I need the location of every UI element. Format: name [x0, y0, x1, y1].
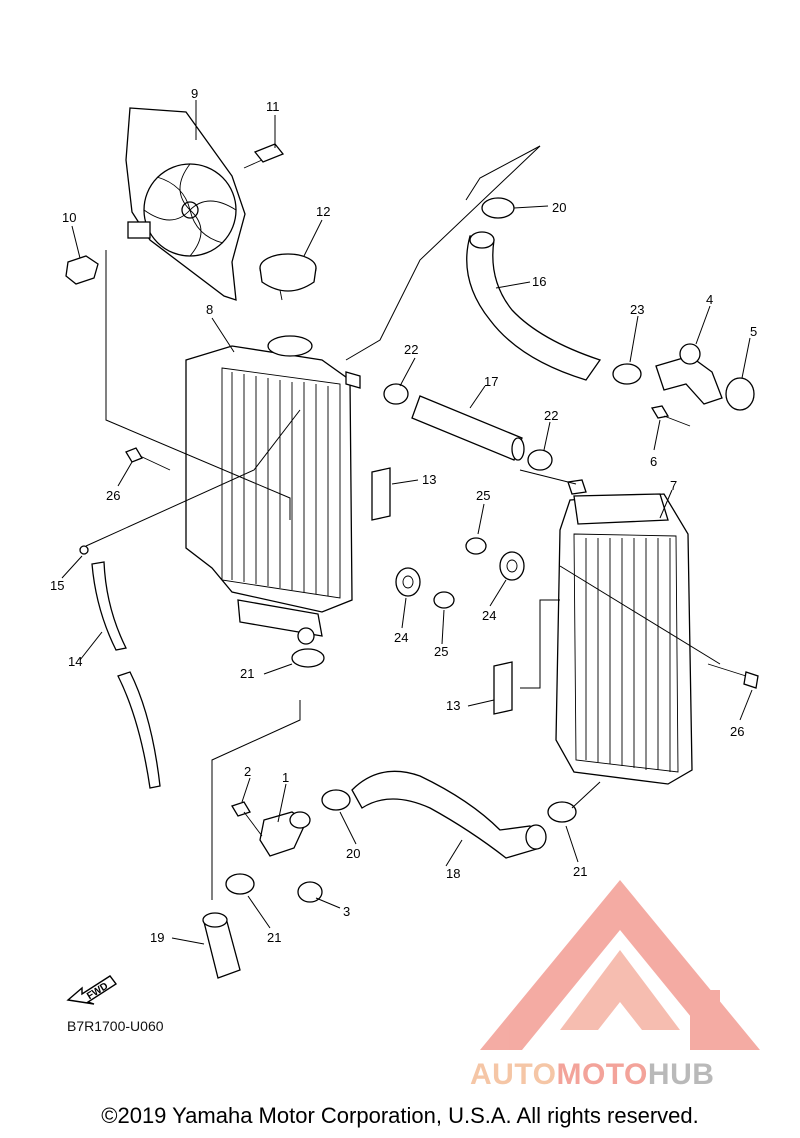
collar-25-right — [465, 537, 487, 555]
callouts: 1 2 3 4 5 6 7 8 9 10 11 12 13 13 14 15 1… — [50, 86, 757, 945]
clamp-21-bottom — [225, 873, 255, 895]
callout-5: 5 — [750, 324, 757, 339]
damper-13-right — [493, 661, 513, 715]
watermark-text: AUTOMOTOHUB — [470, 1058, 800, 1092]
clamp-20-top — [481, 197, 515, 219]
callout-11: 11 — [266, 99, 280, 114]
clamp-22-left — [383, 383, 409, 405]
watermark-logo-icon — [480, 880, 760, 1050]
hose-14 — [91, 561, 161, 789]
water-pipe-4 — [655, 343, 723, 405]
callout-22-left: 22 — [404, 342, 418, 357]
leader-lines — [61, 100, 753, 945]
callout-12: 12 — [316, 204, 330, 219]
callout-13-right: 13 — [446, 698, 460, 713]
hose-18 — [351, 770, 547, 859]
parts-diagram: 1 2 3 4 5 6 7 8 9 10 11 12 13 13 14 15 1… — [50, 86, 759, 979]
callout-4: 4 — [706, 292, 713, 307]
bolt-11 — [243, 143, 285, 169]
bolt-26-right — [707, 663, 759, 689]
callout-6: 6 — [650, 454, 657, 469]
clamp-22-right — [527, 449, 553, 471]
callout-1: 1 — [282, 770, 289, 785]
callout-15: 15 — [50, 578, 64, 593]
collar-25-left — [433, 591, 455, 609]
callout-10: 10 — [62, 210, 76, 225]
callout-2: 2 — [244, 764, 251, 779]
callout-18: 18 — [446, 866, 460, 881]
clip-15 — [79, 545, 89, 555]
joint-1 — [259, 811, 311, 857]
callout-17: 17 — [484, 374, 498, 389]
callout-24-left: 24 — [394, 630, 408, 645]
bolt-2 — [231, 801, 263, 837]
reference-lines — [85, 145, 721, 900]
clamp-21-right — [547, 801, 577, 823]
callout-13-left: 13 — [422, 472, 436, 487]
diagram-code: B7R1700-U060 — [67, 1018, 164, 1034]
left-radiator — [185, 335, 361, 645]
callout-23: 23 — [630, 302, 644, 317]
fwd-arrow-icon: FWD — [66, 975, 118, 1005]
watermark-text-hub: HUB — [647, 1058, 715, 1091]
hose-19 — [202, 912, 241, 979]
hose-17 — [411, 395, 525, 461]
watermark-text-auto: AUTO — [470, 1058, 557, 1091]
callout-7: 7 — [670, 478, 677, 493]
clamp-23 — [612, 363, 642, 385]
callout-20-top: 20 — [552, 200, 566, 215]
callout-3: 3 — [343, 904, 350, 919]
copyright-notice: ©2019 Yamaha Motor Corporation, U.S.A. A… — [101, 1103, 699, 1128]
callout-25-right: 25 — [476, 488, 490, 503]
fan-shroud — [125, 107, 246, 301]
callout-8: 8 — [206, 302, 213, 317]
callout-21-right: 21 — [573, 864, 587, 879]
callout-22-right: 22 — [544, 408, 558, 423]
callout-25-left: 25 — [434, 644, 448, 659]
clip-nut-10 — [65, 255, 99, 285]
hose-16 — [466, 231, 602, 381]
o-ring-5 — [725, 377, 755, 411]
clamp-21-top — [291, 648, 325, 668]
callout-20-bottom: 20 — [346, 846, 360, 861]
callout-24-right: 24 — [482, 608, 496, 623]
callout-19: 19 — [150, 930, 164, 945]
clamp-20-bottom — [321, 789, 351, 811]
callout-21-bottom: 21 — [267, 930, 281, 945]
callout-14: 14 — [68, 654, 82, 669]
right-radiator — [555, 479, 693, 785]
damper-13-left — [371, 467, 391, 521]
bolt-26-left — [125, 447, 171, 471]
callout-26-left: 26 — [106, 488, 120, 503]
watermark-text-moto: MOTO — [556, 1058, 648, 1091]
callout-9: 9 — [191, 86, 198, 101]
callout-21-top: 21 — [240, 666, 254, 681]
radiator-cap — [259, 253, 317, 301]
callout-26-right: 26 — [730, 724, 744, 739]
grommet-24-right — [499, 551, 525, 581]
callout-16: 16 — [532, 274, 546, 289]
grommet-24-left — [395, 567, 421, 597]
bolt-6 — [650, 405, 691, 427]
o-ring-3 — [297, 881, 323, 903]
